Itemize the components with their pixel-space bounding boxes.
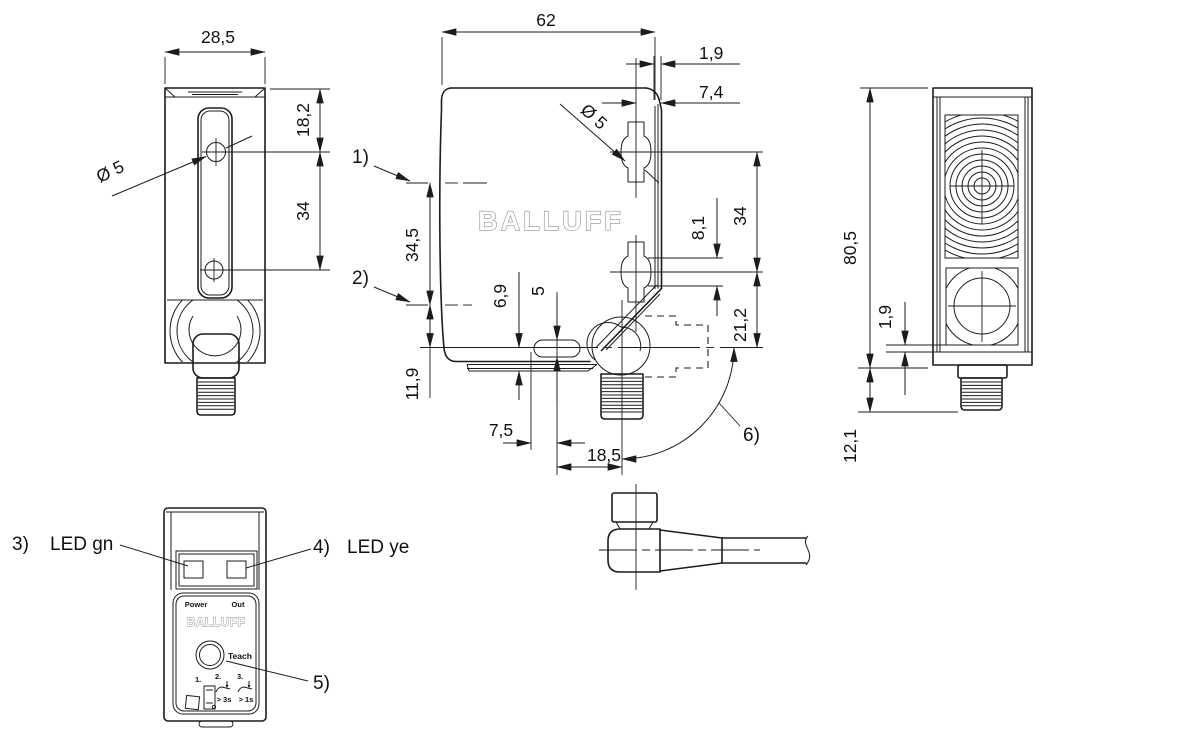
dim-label: 5 <box>528 286 548 296</box>
cable-strain-relief <box>659 529 723 572</box>
front-upper-lens <box>944 114 1019 259</box>
dim-main-slot-offset: 7,5 <box>489 352 585 450</box>
main-bottom-plate <box>466 364 598 372</box>
dim-label: 34,5 <box>402 228 422 262</box>
dim-main-slot-to-connector: 18,5 <box>556 445 623 471</box>
dim-label: 7,4 <box>699 82 724 102</box>
dim-label: 34 <box>293 201 313 221</box>
step-2-label: 2. <box>215 672 221 681</box>
callout-4: 4) <box>313 537 330 558</box>
dim-front-height: 80,5 <box>840 87 928 369</box>
dim-label: 8,1 <box>688 216 708 240</box>
front-view: 80,5 1,9 12,1 <box>840 87 1033 463</box>
step-1-label: 1. <box>195 675 201 684</box>
dim-label: 12,1 <box>840 429 860 463</box>
cable-view <box>599 484 811 590</box>
dim-side-width: 28,5 <box>164 27 266 84</box>
main-connector-nut <box>591 316 651 376</box>
main-chamfer <box>600 287 663 352</box>
front-connector-neck <box>957 364 1008 379</box>
dim-front-connector-length: 12,1 <box>840 367 958 463</box>
dim-front-cap: 1,9 <box>875 302 946 395</box>
panel-view: Power Out BALLUFF Teach 1. 2. 3. > 3s <box>12 507 409 728</box>
dim-label: 28,5 <box>201 27 235 47</box>
step-1-icon <box>184 685 217 711</box>
teach-button[interactable] <box>195 640 225 670</box>
balluff-logo: BALLUFF <box>478 206 623 236</box>
dim-label: 18,5 <box>587 445 621 465</box>
main-view: BALLUFF <box>352 10 763 475</box>
side-mounting-slot <box>197 107 233 299</box>
main-body-left-edge <box>438 87 457 363</box>
step-3-label: 3. <box>237 672 243 681</box>
panel-balluff-logo: BALLUFF <box>187 615 246 629</box>
dim-main-ref-to-axis: 11,9 <box>402 304 434 401</box>
callout-1-group: 1) <box>352 147 487 184</box>
callout-5: 5) <box>313 673 330 694</box>
dim-label: Ø 5 <box>577 100 611 134</box>
dim-label: 62 <box>536 10 555 30</box>
dim-main-ref-span: 34,5 <box>402 182 434 306</box>
main-mounting-hole-bottom <box>610 235 763 332</box>
power-label: Power <box>185 600 208 609</box>
dim-main-hole-to-front: 7,4 <box>602 82 740 107</box>
cable <box>721 535 811 566</box>
callout-6: 6) <box>743 425 760 446</box>
step-2-press-icon <box>215 681 231 693</box>
led-green-label: LED gn <box>50 534 113 555</box>
led-green-leader <box>119 544 189 567</box>
dim-label: 80,5 <box>840 231 860 265</box>
panel-label-area <box>172 592 260 715</box>
dim-main-width: 62 <box>441 10 656 100</box>
dim-label: 1,9 <box>699 43 723 63</box>
dim-label: 1,9 <box>875 305 895 329</box>
dim-side-hole-dia: Ø 5 <box>93 135 253 197</box>
side-view: 28,5 Ø 5 18,2 34 <box>93 27 330 416</box>
front-connector-thread <box>960 377 1003 411</box>
dim-side-hole-spacing: 34 <box>293 151 324 271</box>
dim-label: 34 <box>730 206 750 226</box>
dim-main-front-thickness: 1,9 <box>626 43 740 100</box>
callout-2-group: 2) <box>352 268 472 306</box>
step-3-press-icon <box>237 681 253 693</box>
teach-leader <box>225 660 309 682</box>
dim-label: Ø 5 <box>93 156 127 186</box>
side-connector-thread <box>196 377 236 416</box>
out-label: Out <box>232 600 245 609</box>
main-connector-rotated-dashed <box>645 315 709 378</box>
callout-3: 3) <box>12 534 29 555</box>
led-green-indicator <box>183 560 204 579</box>
dim-label: 21,2 <box>730 308 750 342</box>
teach-label: Teach <box>228 651 252 661</box>
dim-main-hole-waist: 8,1 <box>688 198 721 316</box>
dim-main-hole-spacing: 34 <box>730 151 761 273</box>
cable-connector-head <box>611 492 658 523</box>
callout-2: 2) <box>352 268 369 289</box>
front-lower-lens <box>945 267 1019 346</box>
dim-main-axis-to-bottom: 6,9 <box>490 272 523 400</box>
panel-bottom-tab <box>198 720 234 728</box>
dim-label: 6,9 <box>490 284 510 308</box>
hold-3s-label: > 3s <box>217 695 232 704</box>
main-mounting-hole-top <box>610 58 763 198</box>
dim-main-slot-height: 5 <box>528 286 561 475</box>
dim-main-hole-to-axis: 21,2 <box>730 271 761 349</box>
dim-swivel-arc: 6) <box>621 346 760 463</box>
callout-1: 1) <box>352 147 369 168</box>
led-yellow-label: LED ye <box>347 537 409 558</box>
led-window <box>175 550 258 590</box>
dim-label: 7,5 <box>489 420 513 440</box>
led-yellow-indicator <box>226 560 247 579</box>
cable-connector-body <box>607 528 661 573</box>
side-body-outline <box>164 87 266 364</box>
dim-side-top-to-hole: 18,2 <box>270 88 330 153</box>
dim-label: 11,9 <box>402 368 422 401</box>
led-yellow-leader <box>245 548 312 569</box>
dim-label: 18,2 <box>293 103 313 137</box>
hold-1s-label: > 1s <box>239 695 254 704</box>
